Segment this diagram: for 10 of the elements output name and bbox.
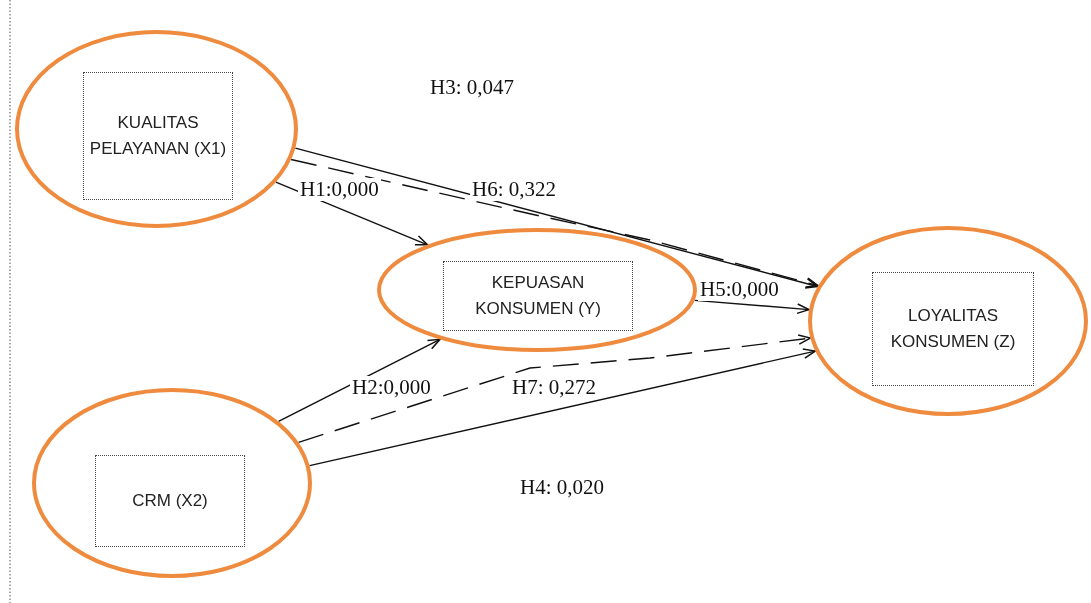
edge-label: H1:0,000: [298, 178, 381, 202]
variable-box: LOYALITAS KONSUMEN (Z): [872, 272, 1034, 386]
arrow: [297, 334, 812, 444]
variable-box: KEPUASAN KONSUMEN (Y): [443, 261, 633, 331]
arrow: [277, 338, 441, 423]
variable-box: KUALITAS PELAYANAN (X1): [83, 72, 233, 200]
arrow: [308, 348, 816, 467]
arrow: [694, 299, 810, 315]
edge-label: H2:0,000: [350, 376, 433, 400]
variable-box: CRM (X2): [95, 455, 245, 547]
